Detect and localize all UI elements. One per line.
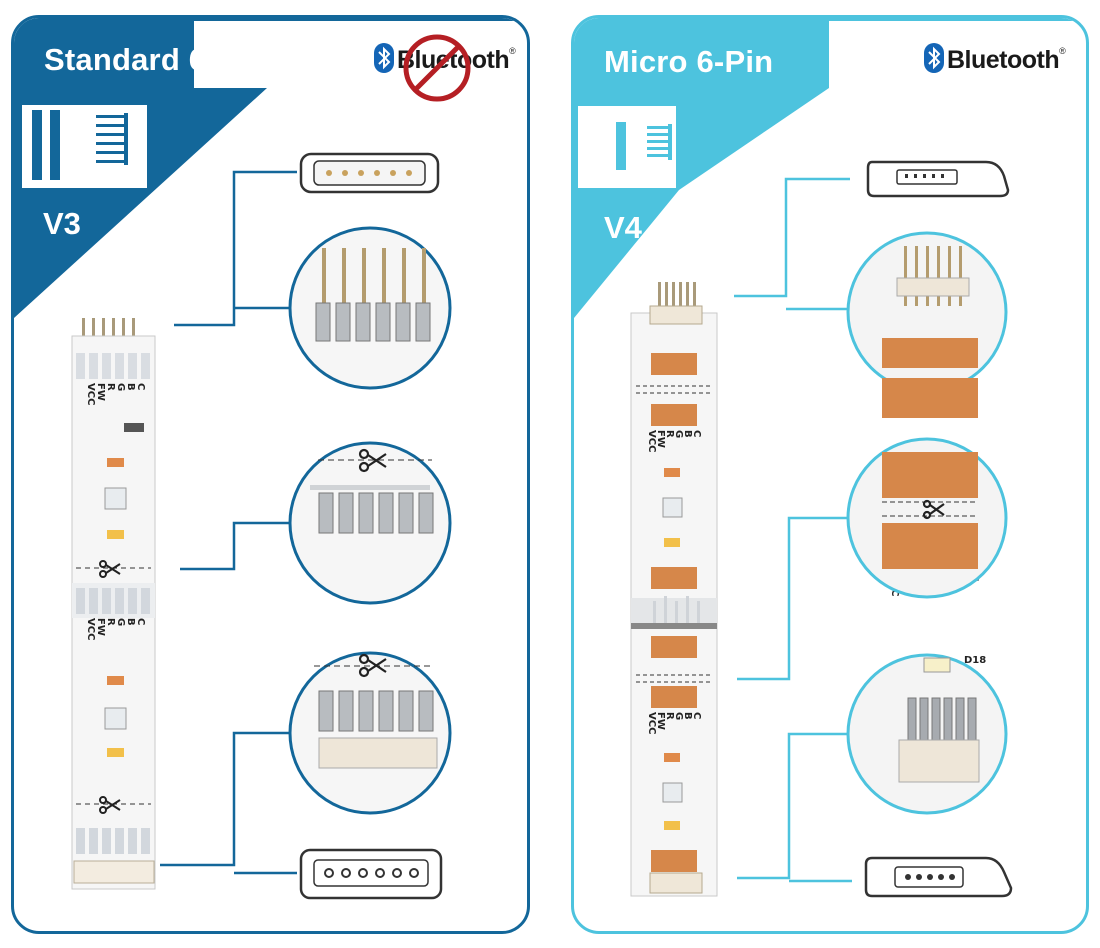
pin-label-vcc: VCC: [646, 430, 657, 452]
bluetooth-icon: [924, 43, 944, 74]
pin-label-g: G: [673, 430, 684, 438]
zoom-micro-connector: [846, 653, 1008, 815]
standard-plug-bottom: [299, 848, 443, 900]
pin-label-b: B: [125, 383, 136, 391]
connector-lines: [734, 177, 852, 883]
panel-title: Micro 6-Pin: [604, 44, 774, 79]
pin-label-fw: FW: [95, 618, 106, 636]
scissors-icon: [358, 653, 387, 678]
zoom-cut-pads: [288, 441, 452, 605]
pin-label-vcc: VCC: [646, 712, 657, 734]
scissors-icon: [922, 499, 945, 520]
pin-label-b: B: [682, 430, 693, 438]
micro-plug-bottom: [864, 856, 1013, 898]
bluetooth-icon: [374, 43, 394, 74]
scissors-icon: [99, 560, 121, 578]
pin-label-g: G: [673, 712, 684, 720]
pin-label-g: G: [115, 383, 126, 391]
panel-title: Standard 6-Pin: [44, 42, 266, 77]
bluetooth-word: Bluetooth: [947, 46, 1060, 74]
led-label: D18: [964, 655, 986, 666]
connector-lines: [160, 170, 297, 875]
prohibited-icon: [403, 34, 471, 102]
pin-label-b: B: [682, 712, 693, 720]
zoom-micro-cut: [846, 437, 1008, 599]
bluetooth-logo: Bluetooth®: [924, 43, 1066, 76]
pin-label-c: C: [691, 712, 702, 719]
pin-label-g: G: [115, 618, 126, 626]
standard-6pin-panel: VCCFWRGBCVCCFWRGBCVCCFWRGBCVCCFWRGBC: [11, 15, 530, 934]
connector-pictogram: [22, 105, 147, 188]
micro-plug-top: [866, 160, 1010, 198]
header-band: [14, 18, 527, 318]
pin-label-fw: FW: [95, 383, 106, 401]
pin-label-c: C: [691, 430, 702, 437]
led-strip-v3: [71, 318, 156, 890]
led-strip-v4: [630, 282, 718, 897]
connector-pictogram: [578, 106, 676, 188]
zoom-pin-header: [288, 226, 452, 390]
version-label: V4: [604, 210, 642, 245]
pin-label-vcc: VCC: [85, 383, 96, 405]
zoom-micro-header: [846, 231, 1008, 418]
header-band: [574, 18, 1086, 318]
standard-plug-top: [299, 152, 440, 194]
micro-6pin-panel: VCCFWRGBCVCCFWRGBCVCCFWRGBC: [571, 15, 1089, 934]
trademark-symbol: ®: [1059, 46, 1066, 56]
pin-label-b: B: [125, 618, 136, 626]
pin-label-c: C: [135, 383, 146, 390]
pin-label-r: R: [664, 712, 675, 720]
pin-label-fw: FW: [655, 712, 666, 730]
pin-label-vcc: VCC: [85, 618, 96, 640]
version-label: V3: [43, 206, 81, 241]
pin-label-r: R: [664, 430, 675, 438]
pin-label-c: C: [135, 618, 146, 625]
scissors-icon: [358, 448, 387, 473]
pin-label-r: R: [105, 383, 116, 391]
scissors-icon: [99, 796, 121, 814]
pin-label-r: R: [105, 618, 116, 626]
trademark-symbol: ®: [509, 46, 516, 56]
pin-label-fw: FW: [655, 430, 666, 448]
zoom-soldered-connector: [288, 651, 452, 815]
